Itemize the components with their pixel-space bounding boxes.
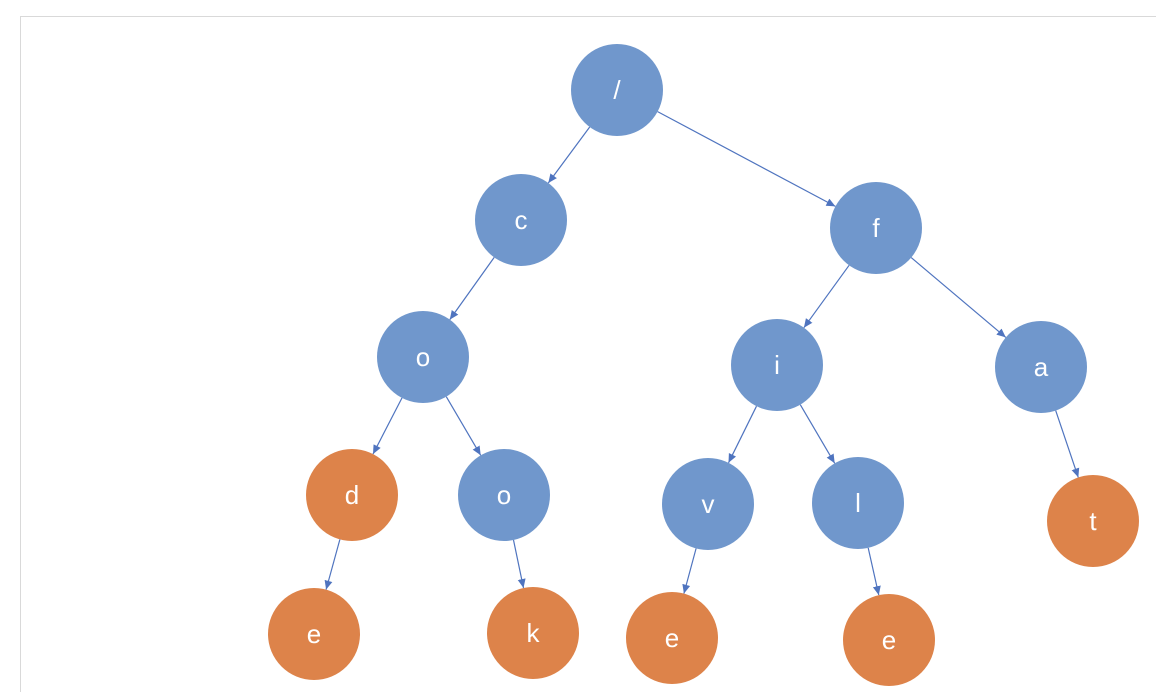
edge-o1-to-o2 bbox=[445, 396, 482, 456]
node-o2: o bbox=[458, 449, 550, 541]
node-circle-k bbox=[487, 587, 579, 679]
node-f: f bbox=[830, 182, 922, 274]
edge-f-to-a bbox=[910, 257, 1007, 338]
node-label-a: a bbox=[1034, 352, 1049, 382]
node-label-d: d bbox=[345, 480, 359, 510]
node-circle-c bbox=[475, 174, 567, 266]
node-label-k: k bbox=[527, 618, 541, 648]
edge-f-to-i bbox=[803, 264, 850, 329]
node-v: v bbox=[662, 458, 754, 550]
edges-layer bbox=[324, 111, 1080, 596]
node-circle-e3 bbox=[843, 594, 935, 686]
edge-v-to-e2 bbox=[682, 548, 697, 594]
node-circle-o1 bbox=[377, 311, 469, 403]
node-a: a bbox=[995, 321, 1087, 413]
node-label-e3: e bbox=[882, 625, 896, 655]
edge-root-to-f bbox=[657, 111, 836, 207]
node-circle-f bbox=[830, 182, 922, 274]
node-label-l: l bbox=[855, 488, 861, 518]
node-circle-l bbox=[812, 457, 904, 549]
node-label-t: t bbox=[1089, 506, 1097, 536]
node-circle-o2 bbox=[458, 449, 550, 541]
node-d: d bbox=[306, 449, 398, 541]
edge-i-to-l bbox=[799, 404, 836, 464]
edge-i-to-v bbox=[727, 405, 758, 464]
node-circle-d bbox=[306, 449, 398, 541]
node-root: / bbox=[571, 44, 663, 136]
node-circle-i bbox=[731, 319, 823, 411]
node-circle-root bbox=[571, 44, 663, 136]
node-label-o1: o bbox=[416, 342, 430, 372]
node-k: k bbox=[487, 587, 579, 679]
edge-root-to-c bbox=[547, 126, 591, 184]
node-e3: e bbox=[843, 594, 935, 686]
edge-o1-to-d bbox=[372, 397, 403, 455]
node-label-f: f bbox=[872, 213, 880, 243]
edge-d-to-e1 bbox=[324, 539, 341, 590]
edge-c-to-o1 bbox=[449, 257, 495, 320]
node-e2: e bbox=[626, 592, 718, 684]
edge-a-to-t bbox=[1055, 410, 1080, 478]
node-circle-e2 bbox=[626, 592, 718, 684]
node-e1: e bbox=[268, 588, 360, 680]
edge-l-to-e3 bbox=[867, 547, 881, 596]
nodes-layer: / c f o i a d o v l t e k e e bbox=[268, 44, 1139, 686]
node-circle-e1 bbox=[268, 588, 360, 680]
node-o1: o bbox=[377, 311, 469, 403]
node-i: i bbox=[731, 319, 823, 411]
node-l: l bbox=[812, 457, 904, 549]
node-label-i: i bbox=[774, 350, 780, 380]
node-label-o2: o bbox=[497, 480, 511, 510]
node-circle-a bbox=[995, 321, 1087, 413]
node-t: t bbox=[1047, 475, 1139, 567]
node-label-root: / bbox=[613, 75, 621, 105]
node-c: c bbox=[475, 174, 567, 266]
node-circle-t bbox=[1047, 475, 1139, 567]
node-label-e2: e bbox=[665, 623, 679, 653]
node-label-v: v bbox=[702, 489, 715, 519]
frame-border-top bbox=[20, 16, 1156, 17]
frame-border-left bbox=[20, 16, 21, 692]
edge-o2-to-k bbox=[512, 539, 526, 589]
node-label-c: c bbox=[515, 205, 528, 235]
node-circle-v bbox=[662, 458, 754, 550]
node-label-e1: e bbox=[307, 619, 321, 649]
